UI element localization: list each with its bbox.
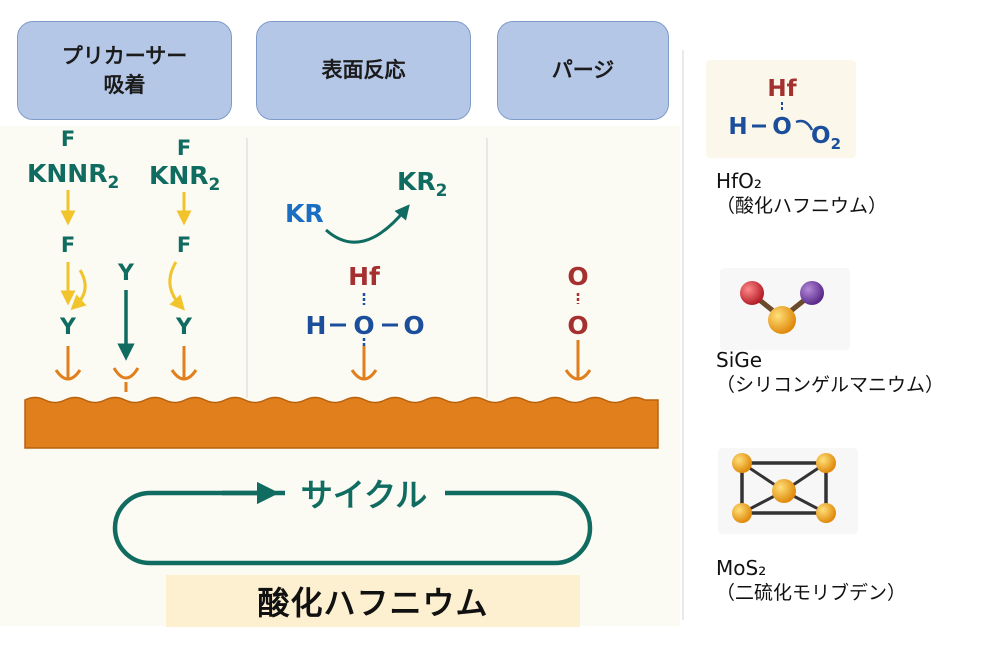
oxygen-label: O [567, 311, 588, 340]
precursor-right-formula: KNR2 [149, 161, 220, 195]
precursor-right: F KNR2 [149, 136, 220, 195]
legend-hfo2-name: （酸化ハフニウム） [716, 195, 888, 217]
anchor [564, 340, 592, 381]
bottom-title: 酸化ハフニウム [166, 575, 580, 627]
yttrium-label: Y [59, 315, 77, 340]
anchor [350, 346, 378, 381]
mos2-lattice-icon [732, 453, 836, 523]
header-surface-reaction-label: 表面反応 [321, 58, 406, 83]
legend-mos2-formula: MoS₂ [716, 556, 767, 580]
hafnium-label: Hf [348, 262, 381, 291]
oxygen-label: O2 [811, 123, 841, 153]
fluorine-label: F [177, 233, 191, 257]
reactant-kr: KR [285, 199, 324, 228]
header-purge-label: パージ [551, 58, 615, 83]
header-precursor-line1: プリカーサー [61, 44, 188, 69]
oxygen-label: O [403, 311, 424, 340]
oxygen-label: O [772, 114, 792, 140]
sige-molecule-icon [740, 281, 824, 334]
legend-mos2: MoS₂ （二硫化モリブデン） [716, 555, 906, 606]
anchor [112, 367, 140, 392]
cycle-label: サイクル [301, 476, 427, 514]
yttrium-label: Y [117, 261, 135, 286]
fluorine-label: F [61, 127, 75, 151]
legend-hfo2-formula: HfO₂ [716, 169, 762, 193]
header-precursor-adsorption: プリカーサー 吸着 [17, 21, 232, 120]
oxygen-label: O [567, 262, 588, 291]
arrow-curve-yellow [70, 269, 87, 311]
oxygen-label: O [353, 311, 374, 340]
product-kr2: KR2 [397, 167, 447, 201]
yttrium-label: Y [175, 315, 193, 340]
bottom-title-text: 酸化ハフニウム [257, 584, 489, 622]
header-surface-reaction: 表面反応 [256, 21, 471, 120]
arrow-curve-yellow [168, 261, 186, 311]
anchor [54, 346, 82, 381]
diagram-background [0, 126, 680, 626]
bond [795, 119, 814, 131]
fluorine-label: F [61, 233, 75, 257]
reaction-arrow [325, 204, 410, 244]
precursor-left-formula: KNNR2 [27, 159, 119, 193]
legend-sige-name: （シリコンゲルマニウム） [716, 374, 945, 396]
legend-sige: SiGe （シリコンゲルマニウム） [716, 347, 944, 398]
legend-sige-formula: SiGe [716, 348, 763, 372]
hydrogen-label: H [728, 114, 747, 140]
anchor [170, 346, 198, 381]
header-purge: パージ [497, 21, 669, 120]
hydrogen-label: H [306, 311, 327, 340]
legend-mos2-name: （二硫化モリブデン） [716, 582, 907, 604]
substrate [24, 396, 659, 449]
precursor-left: F KNNR2 [27, 127, 119, 193]
legend-hfo2: HfO₂ （酸化ハフニウム） [716, 168, 887, 219]
cycle-loop [112, 490, 593, 566]
fluorine-label: F [177, 136, 191, 160]
surface-anchors [54, 340, 592, 392]
hafnium-label: Hf [767, 76, 797, 102]
header-precursor-line2: 吸着 [103, 72, 146, 97]
